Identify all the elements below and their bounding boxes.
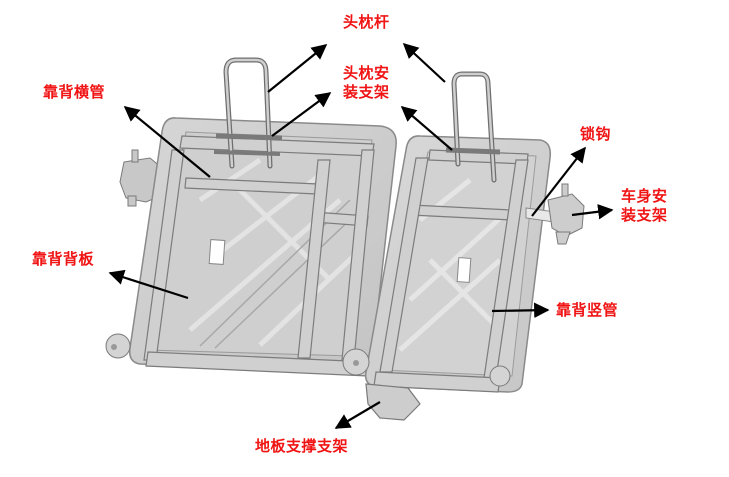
label-backrest-vertical-tube: 靠背竖管	[556, 301, 619, 319]
label-lock-hook: 锁钩	[580, 125, 612, 143]
label-body-mount-bracket: 车身安 装支架	[621, 187, 668, 224]
right-mount-bracket	[547, 183, 585, 245]
label-backrest-back-panel: 靠背背板	[32, 250, 95, 268]
label-headrest-rod: 头枕杆	[343, 13, 390, 31]
label-headrest-bracket: 头枕安 装支架	[343, 64, 390, 101]
callout-arrows	[108, 42, 614, 429]
floor-support-bracket-shape	[365, 383, 421, 421]
label-backrest-crossbar: 靠背横管	[43, 83, 106, 101]
label-floor-support-bracket: 地板支撑支架	[255, 437, 349, 455]
right-backrest	[342, 71, 585, 421]
left-backrest	[105, 57, 397, 377]
